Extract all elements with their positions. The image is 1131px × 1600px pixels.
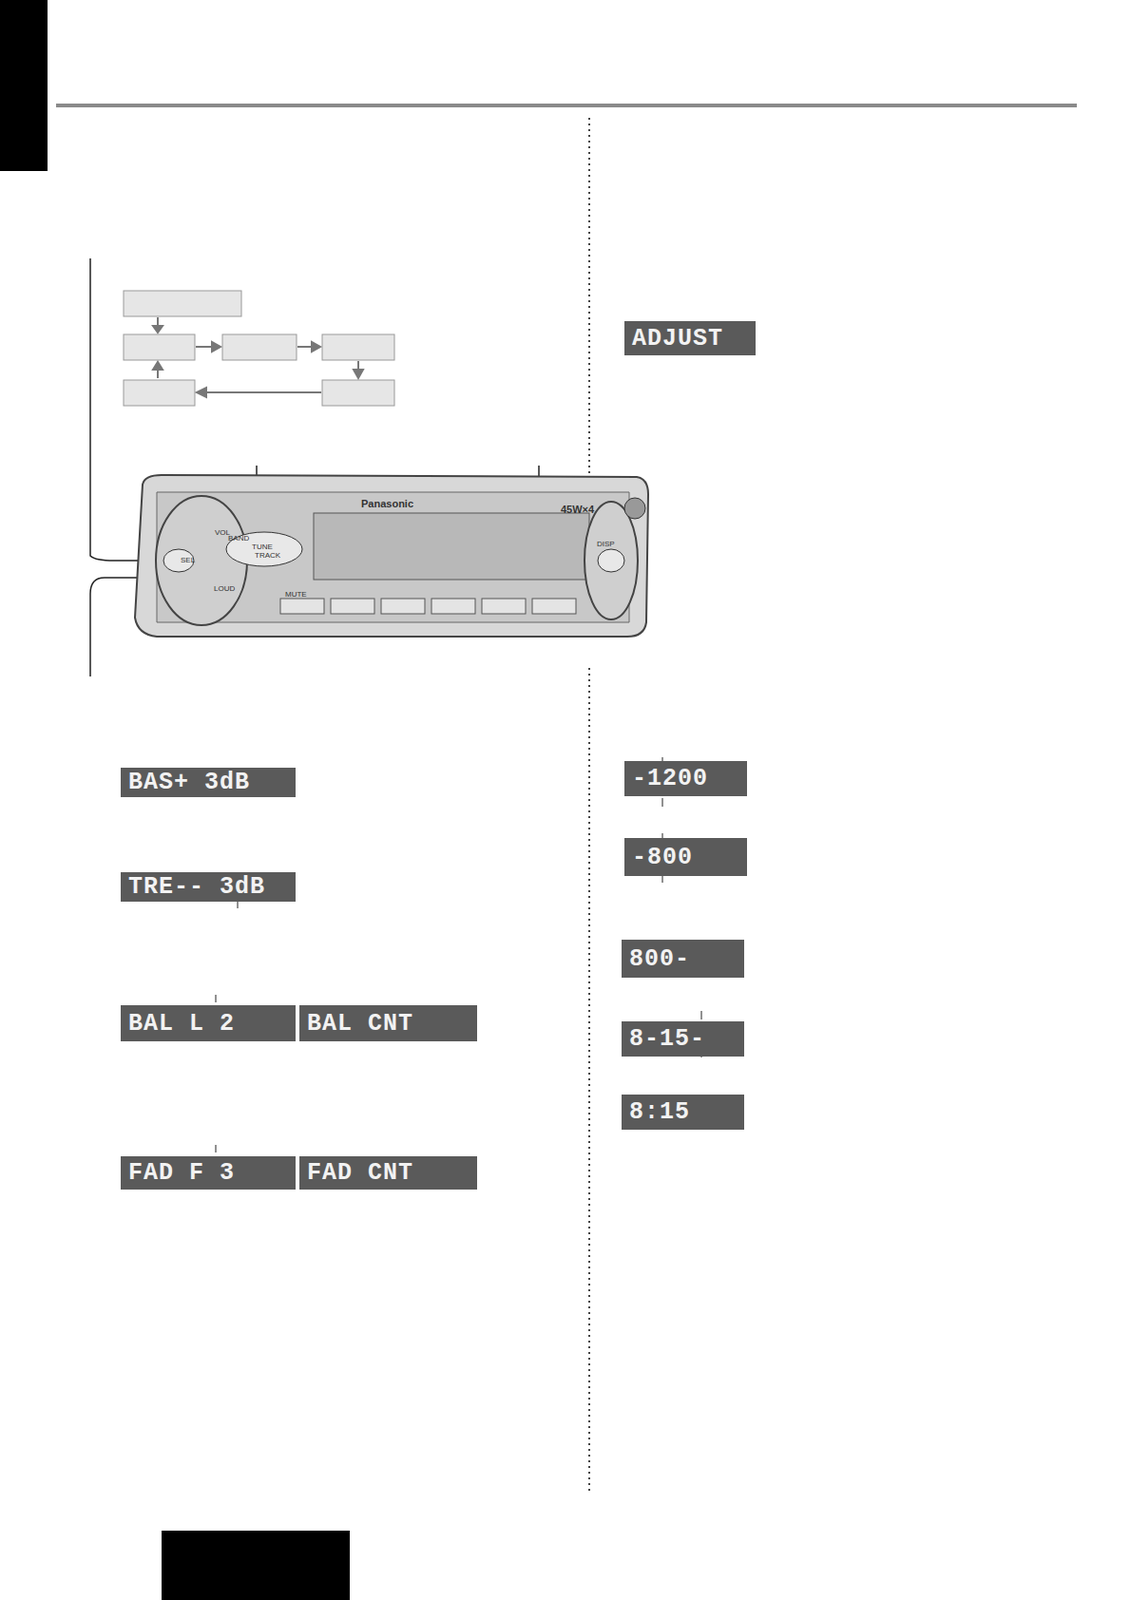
unit-label: TRACK: [254, 551, 281, 560]
lcd-display: BAL L 2: [120, 1005, 296, 1042]
lcd-display: BAL CNT: [299, 1005, 478, 1042]
unit-label: SEL: [180, 555, 195, 565]
lcd-display: ADJUST: [624, 321, 756, 356]
display-text: TRE-- 3dB: [128, 873, 266, 901]
display-text: -1200: [632, 765, 709, 793]
display-text: BAL L 2: [128, 1010, 235, 1038]
lcd-display: -800: [624, 838, 748, 877]
display-text: 8-15-: [629, 1025, 706, 1054]
lcd-display: 8-15-: [621, 1021, 745, 1057]
display-text: -800: [632, 843, 693, 872]
display-text: 800-: [629, 945, 691, 974]
display-text: ADJUST: [632, 325, 724, 353]
unit-label: TUNE: [251, 542, 273, 552]
lcd-display: 8:15: [621, 1094, 745, 1131]
unit-label: VOL: [214, 528, 231, 537]
display-text: FAD CNT: [306, 1159, 414, 1188]
lcd-display: -1200: [624, 761, 748, 797]
lcd-display: FAD CNT: [299, 1156, 478, 1190]
display-text: BAL CNT: [306, 1010, 414, 1038]
column-divider: [588, 668, 591, 1496]
unit-label: LOUD: [213, 584, 235, 594]
flow-boxes: [123, 290, 395, 406]
unit-label: MUTE: [285, 590, 307, 599]
unit-label: 45W×4: [560, 503, 595, 516]
display-text: 8:15: [629, 1098, 691, 1127]
column-divider: [588, 117, 591, 480]
header-rule: [56, 103, 1077, 108]
side-tab: [0, 0, 48, 172]
flow-arrows: [153, 317, 364, 398]
unit-label: BAND: [228, 534, 250, 543]
lcd-display: TRE-- 3dB: [120, 872, 296, 902]
lcd-display: 800-: [621, 939, 745, 978]
unit-label: DISP: [596, 539, 615, 549]
lcd-display: FAD F 3: [120, 1156, 296, 1190]
display-text: BAS+ 3dB: [128, 768, 250, 797]
display-text: FAD F 3: [128, 1159, 235, 1188]
page-tab: [161, 1531, 350, 1600]
lcd-display: BAS+ 3dB: [120, 767, 296, 798]
car-stereo-unit: [134, 475, 649, 637]
unit-label: Panasonic: [361, 498, 414, 510]
